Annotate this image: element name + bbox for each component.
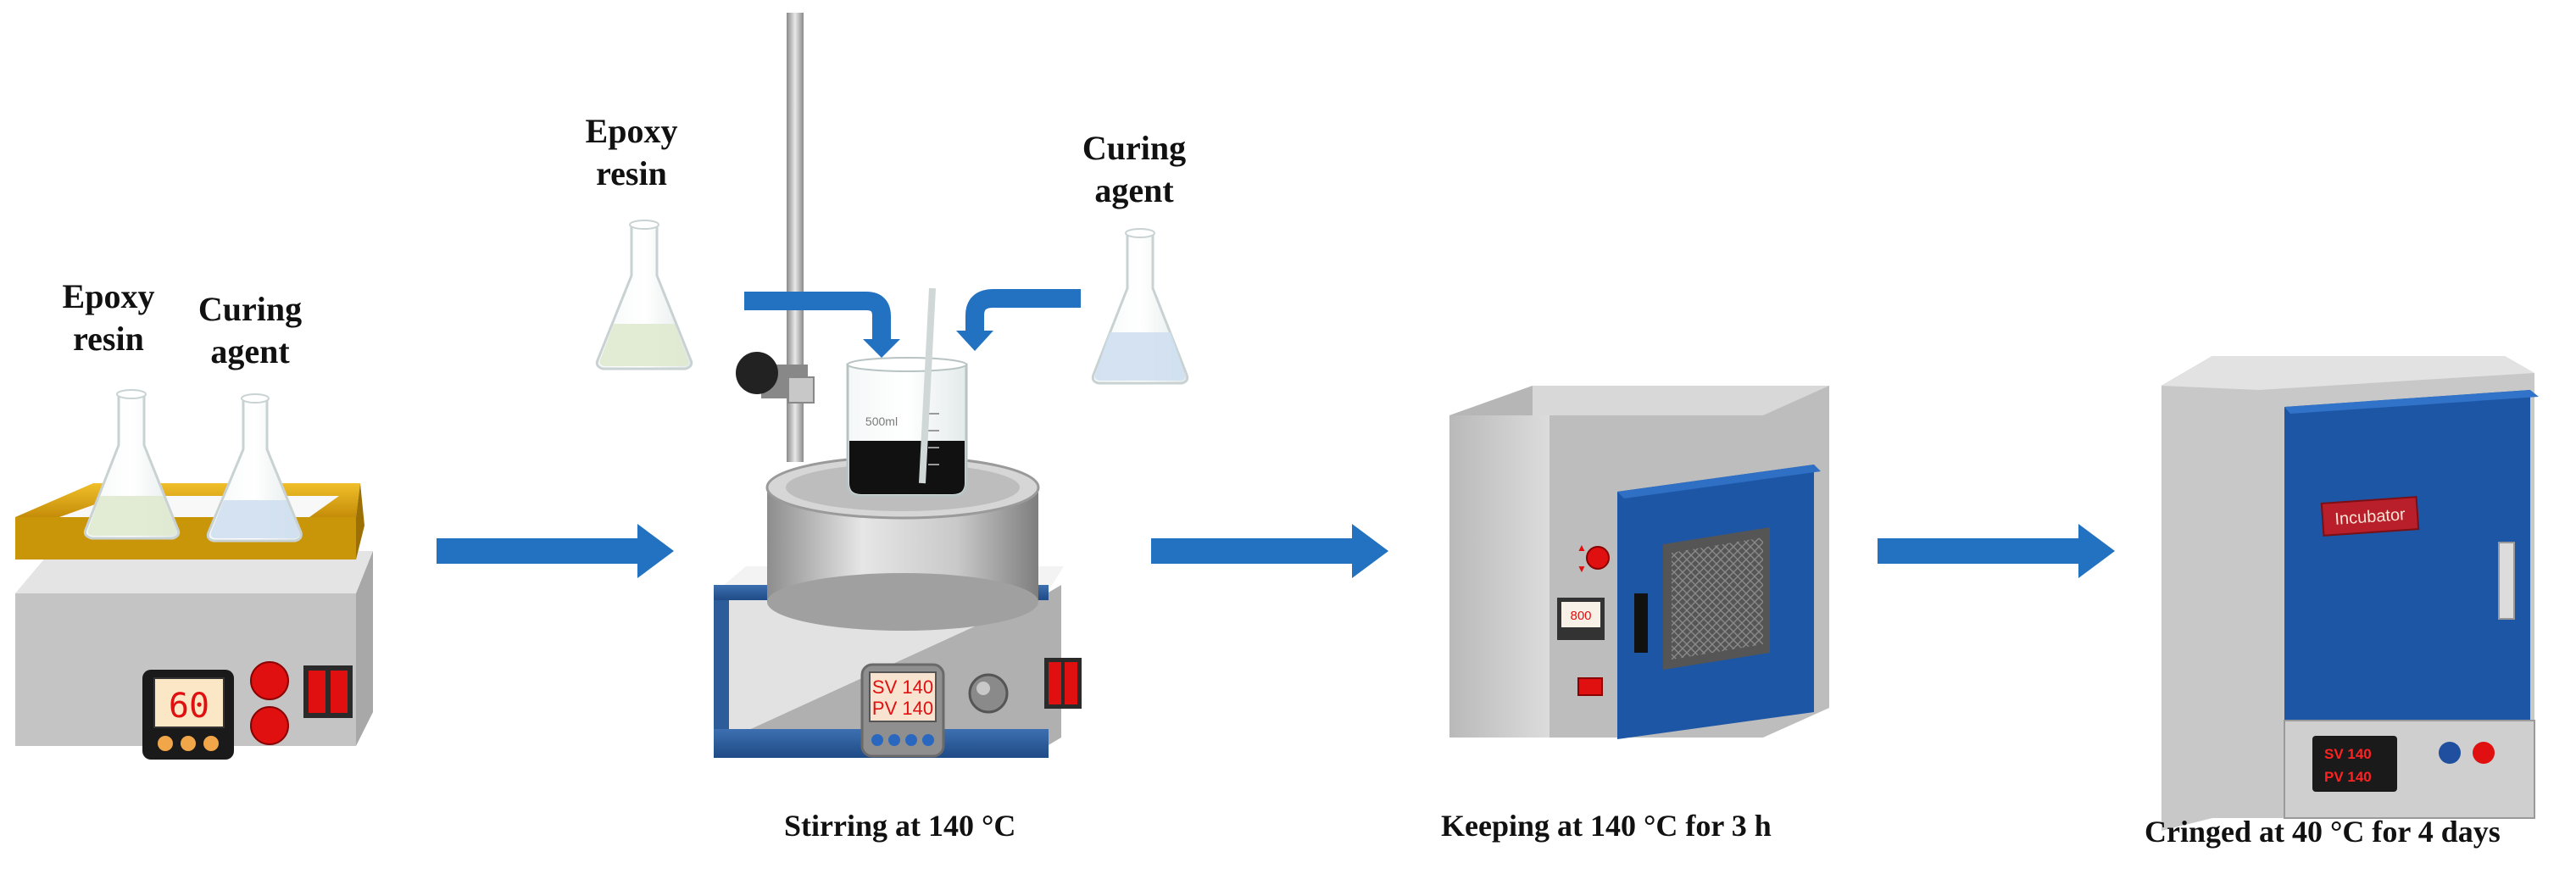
hotplate-button [158, 736, 173, 751]
oven-indicator-icon [1586, 546, 1610, 570]
oven-display-screen [1561, 602, 1600, 627]
hotplate-switch [309, 671, 325, 713]
label-curing-agent-step2: Curing agent [1075, 127, 1193, 212]
stirrer-switch [1049, 662, 1061, 704]
incubator-display [2312, 736, 2397, 792]
label-line: Curing [1082, 129, 1187, 167]
stirrer-knob-icon [968, 673, 1009, 714]
curing-liquid [210, 500, 300, 538]
hotplate-tray-front [15, 517, 356, 559]
oven-control-panel [1449, 415, 1549, 738]
arrow-head-icon [863, 339, 900, 358]
drying-oven: ▲ ▼ 800 [1449, 386, 1829, 739]
caption-step3: Keeping at 140 °C for 3 h [1441, 809, 1772, 843]
pour-arrow-curing [965, 289, 1081, 332]
label-line: resin [596, 154, 667, 192]
svg-text:▼: ▼ [1577, 563, 1587, 575]
hotplate-device: 60 [15, 483, 373, 760]
oven-door-handle [1634, 593, 1648, 653]
arrow-head-icon [2078, 524, 2115, 578]
incubator-label-plate [2320, 496, 2420, 537]
beaker-volume-label: 500ml [865, 415, 898, 428]
caption-step2: Stirring at 140 °C [784, 809, 1016, 843]
stand-rod [787, 13, 804, 462]
stirrer-display-screen [869, 671, 937, 722]
label-line: Curing [198, 290, 303, 328]
label-line: agent [210, 332, 290, 370]
flask-epoxy-step2 [595, 220, 693, 370]
stirrer-switch [1065, 662, 1077, 704]
caption-step4: Cringed at 40 °C for 4 days [2145, 815, 2501, 849]
flask-epoxy-step1 [83, 389, 181, 540]
oven-top [1449, 386, 1829, 415]
hotplate-switch [331, 671, 348, 713]
label-curing-agent-step1: Curing agent [191, 288, 309, 373]
label-line: resin [73, 320, 144, 358]
incubator-door-handle [2498, 542, 2515, 620]
resin-mixture [849, 441, 965, 494]
hotplate-button [181, 736, 196, 751]
hotplate-base-side [356, 551, 373, 746]
hotplate-knob-icon [250, 661, 289, 700]
pour-arrow-resin [744, 292, 891, 341]
epoxy-liquid [87, 496, 177, 536]
oven-display-value: 800 [1570, 609, 1591, 623]
arrow-head-icon [956, 331, 993, 351]
label-line: Epoxy [62, 277, 155, 315]
hotplate-knob-icon [250, 706, 289, 745]
arrow-head-icon [637, 524, 674, 578]
incubator-door [2284, 390, 2530, 721]
svg-text:▲: ▲ [1577, 542, 1587, 554]
stirrer-device: SV 140 PV 140 500ml [714, 13, 1082, 758]
label-line: agent [1094, 171, 1174, 209]
arrow-head-icon [1352, 524, 1388, 578]
oven-power-switch [1577, 677, 1603, 696]
label-line: Epoxy [585, 112, 678, 150]
incubator-button-blue-icon [2439, 742, 2461, 764]
clamp-knob-icon [736, 352, 778, 394]
hotplate-button [203, 736, 219, 751]
hotplate-base-top [15, 551, 373, 593]
flask-curing-step1 [206, 393, 303, 543]
incubator-button-red-icon [2473, 742, 2495, 764]
incubator-pv-readout: PV 140 [2324, 769, 2372, 785]
flask-curing-step2 [1091, 228, 1189, 385]
incubator: Incubator SV 140 PV 140 [2162, 356, 2539, 831]
label-epoxy-resin-step1: Epoxy resin [49, 276, 168, 360]
stirrer-sv-readout: SV 140 [872, 676, 933, 698]
hotplate-display-value: 60 [169, 687, 209, 726]
stirring-rod [919, 287, 936, 484]
incubator-sv-readout: SV 140 [2324, 746, 2372, 762]
hotplate-display-screen [153, 677, 225, 728]
label-epoxy-resin-step2: Epoxy resin [572, 110, 691, 195]
stirrer-pv-readout: PV 140 [872, 698, 933, 719]
